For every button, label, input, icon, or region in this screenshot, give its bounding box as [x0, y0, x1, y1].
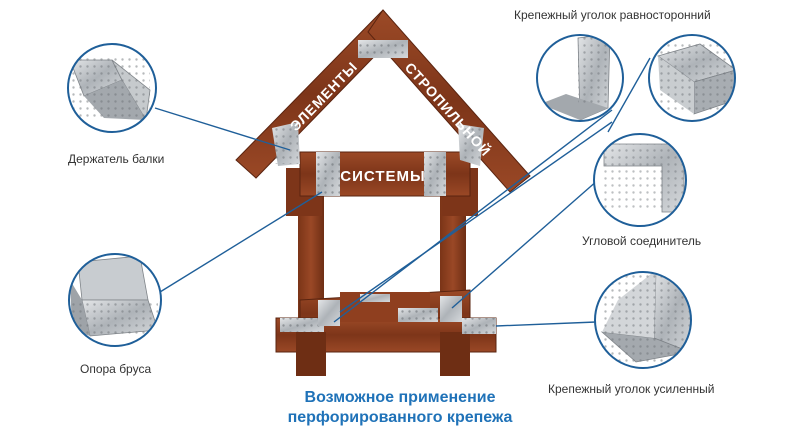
left-rafter-text: ЭЛЕМЕНТЫ	[287, 58, 361, 134]
crossbar-text: СИСТЕМЫ	[340, 168, 425, 185]
leader-beam-support	[159, 191, 323, 293]
beam-holder-callout	[67, 43, 157, 133]
wooden-frame: ЭЛЕМЕНТЫ СТРОПИЛЬНОЙ СИСТЕМЫ	[235, 9, 531, 376]
leader-lines	[154, 57, 651, 327]
right-rafter	[367, 9, 531, 193]
beam-support-callout	[68, 253, 162, 347]
reinforced-angle-callout	[594, 271, 692, 369]
leader-beam-holder	[154, 107, 291, 151]
title-line-1: Возможное применение	[304, 389, 496, 406]
equal-angle-callout-a	[536, 34, 624, 122]
label-beam-holder: Держатель балки	[68, 152, 165, 166]
label-reinforced-angle: Крепежный уголок усиленный	[548, 382, 715, 396]
leader-reinforced-angle	[495, 321, 597, 327]
leader-equal-angle-2	[339, 121, 613, 313]
leader-corner-connector	[451, 179, 599, 309]
corner-connector-callout	[593, 133, 687, 227]
label-equal-angle: Крепежный уголок равносторонний	[514, 8, 711, 22]
page-title: Возможное применение перфорированного кр…	[220, 388, 580, 428]
title-line-2: перфорированного крепежа	[287, 409, 513, 426]
right-rafter-text: СТРОПИЛЬНОЙ	[402, 59, 495, 160]
label-beam-support: Опора бруса	[80, 362, 152, 376]
equal-angle-callout-b	[648, 34, 736, 122]
leader-equal-angle-1	[333, 109, 613, 323]
label-corner-connector: Угловой соединитель	[582, 234, 702, 248]
